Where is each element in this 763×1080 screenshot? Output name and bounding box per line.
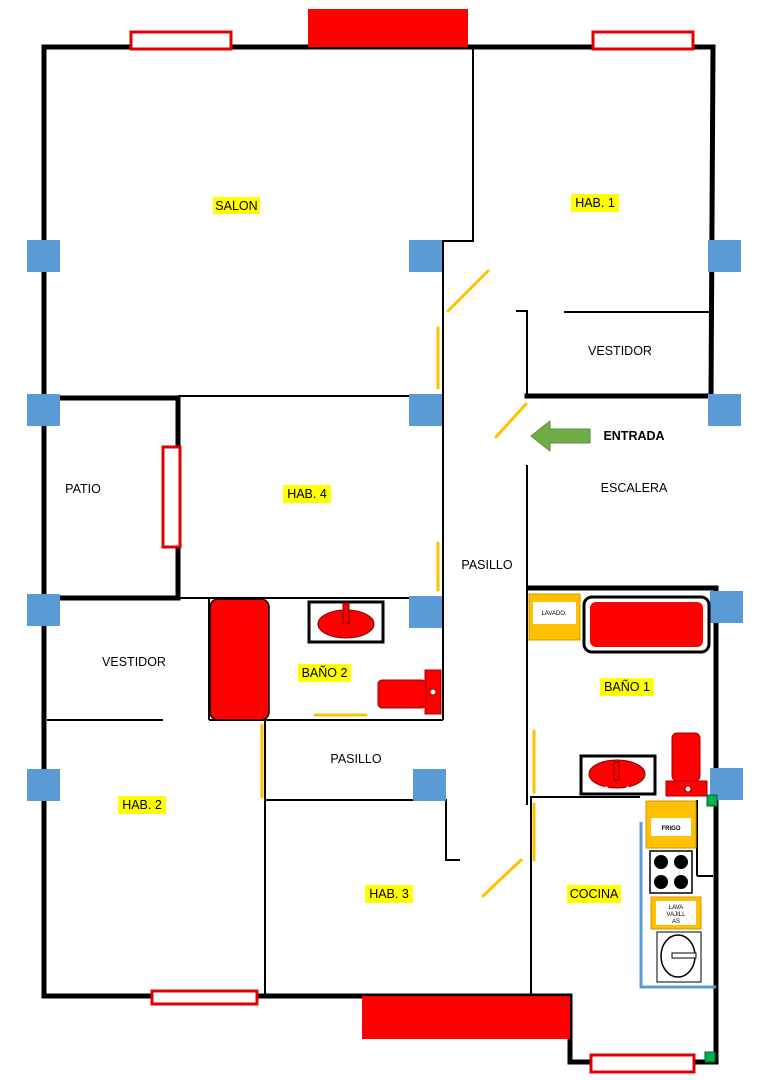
window-cocina: [589, 1053, 696, 1074]
valve-icon: [706, 794, 718, 807]
toilet-bowl-bano1: [671, 732, 701, 782]
tap-left-bano1: [603, 786, 609, 792]
door-entrada: [494, 402, 528, 439]
radiator-top: [308, 9, 468, 47]
entrance-arrow: [530, 419, 591, 453]
label-hab1: HAB. 1: [575, 196, 615, 210]
washer-label-bg: [533, 602, 576, 624]
valve-icon: [704, 1051, 716, 1063]
burner-icon: [674, 875, 688, 889]
label-hab4: HAB. 4: [287, 487, 327, 501]
label-pasillo-main: PASILLO: [461, 558, 512, 572]
column: [409, 596, 442, 628]
window-hab2: [150, 989, 259, 1006]
doors: [260, 269, 536, 898]
dishwasher-label-bg: [656, 901, 696, 925]
dishwasher-label-line1: LAVA: [669, 905, 683, 911]
column: [710, 591, 743, 623]
label-patio: PATIO: [65, 482, 101, 496]
room-labels: SALON HAB. 1 VESTIDOR ENTRADA ESCALERA P…: [65, 194, 668, 903]
kitchen-fixtures: FRIGO LAVA VAJILL AS: [639, 794, 718, 1063]
fridge-label: FRIGO: [662, 826, 681, 832]
label-bano1: BAÑO 1: [604, 680, 650, 694]
toilet-button-bano1: [684, 785, 692, 793]
label-hab2: HAB. 2: [122, 798, 162, 812]
toilet-button-bano2: [429, 688, 437, 696]
label-entrada: ENTRADA: [603, 429, 664, 443]
label-hab3: HAB. 3: [369, 887, 409, 901]
window-patio: [161, 445, 182, 549]
toilet-bowl-bano2: [377, 679, 427, 709]
washer-label: LAVADO.: [541, 611, 566, 617]
column: [27, 240, 60, 272]
label-pasillo-lower: PASILLO: [330, 752, 381, 766]
column: [708, 394, 741, 426]
faucet-bano1: [613, 761, 620, 781]
tap-right-bano1: [625, 786, 631, 792]
interior-walls: [47, 49, 711, 996]
column: [27, 594, 60, 626]
windows: [129, 30, 696, 1074]
bano1-fixtures: LAVADO.: [528, 593, 711, 797]
bathtub-bano2: [209, 598, 270, 721]
door-hab3: [481, 858, 523, 898]
bano2-fixtures: [209, 598, 442, 721]
window-hab1: [591, 30, 695, 51]
column: [27, 394, 60, 426]
column: [413, 769, 446, 801]
faucet-bano2: [342, 602, 350, 624]
fridge-label-bg: [651, 818, 691, 836]
door-hab1: [446, 269, 490, 313]
label-salon: SALON: [215, 199, 257, 213]
label-vestidor-left: VESTIDOR: [102, 655, 166, 669]
label-cocina: COCINA: [570, 887, 619, 901]
label-escalera: ESCALERA: [601, 481, 668, 495]
kitchen-faucet: [671, 952, 697, 959]
radiators: [308, 9, 570, 1039]
burner-icon: [654, 875, 668, 889]
column: [27, 769, 60, 801]
column: [409, 394, 442, 426]
burner-icon: [674, 855, 688, 869]
bathtub-bano1: [590, 602, 703, 647]
dishwasher-label-line3: AS: [672, 919, 680, 925]
column: [708, 240, 741, 272]
column: [409, 240, 442, 272]
dishwasher-label-line2: VAJILL: [667, 912, 687, 918]
burner-icon: [654, 855, 668, 869]
kitchen-counter-outline: [639, 822, 716, 989]
label-vestidor-top: VESTIDOR: [588, 344, 652, 358]
label-bano2: BAÑO 2: [302, 666, 348, 680]
window-salon: [129, 30, 233, 51]
radiator-bottom: [362, 996, 570, 1039]
columns: [27, 240, 743, 801]
